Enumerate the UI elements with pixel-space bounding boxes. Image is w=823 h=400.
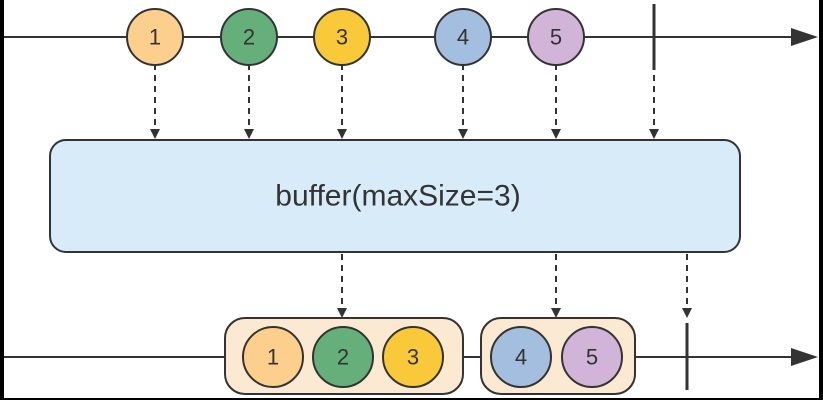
input-marble-2: 2	[220, 8, 278, 66]
marble-circle	[242, 326, 304, 388]
marble-circle	[490, 326, 552, 388]
output-marble-4: 4	[490, 326, 552, 388]
marble-label: 2	[243, 25, 255, 50]
marble-label: 1	[267, 345, 279, 370]
input-marble-5: 5	[527, 8, 585, 66]
marble-circle	[220, 8, 278, 66]
marble-circle	[126, 8, 184, 66]
input-marble-4: 4	[434, 8, 492, 66]
marble-circle	[313, 8, 371, 66]
input-marbles: 1 2 3 4 5	[126, 8, 585, 66]
operator-box: buffer(maxSize=3)	[49, 139, 741, 253]
input-timeline-arrowhead	[791, 28, 818, 46]
output-arrows	[337, 254, 692, 318]
marble-label: 5	[586, 345, 598, 370]
output-group-2: 4 5	[480, 317, 636, 395]
marble-label: 4	[515, 345, 527, 370]
marble-label: 3	[336, 25, 348, 50]
input-marble-3: 3	[313, 8, 371, 66]
marble-circle	[382, 326, 444, 388]
input-arrows	[150, 64, 659, 139]
marble-circle	[312, 326, 374, 388]
marble-label: 4	[457, 25, 469, 50]
output-marble-2: 2	[312, 326, 374, 388]
output-marble-1: 1	[242, 326, 304, 388]
operator-label: buffer(maxSize=3)	[275, 180, 520, 213]
output-timeline-arrowhead	[791, 348, 818, 366]
input-marble-1: 1	[126, 8, 184, 66]
operator-box-shape	[49, 139, 741, 253]
marble-label: 5	[550, 25, 562, 50]
marble-label: 2	[337, 345, 349, 370]
marble-label: 1	[149, 25, 161, 50]
output-marble-3: 3	[382, 326, 444, 388]
marble-label: 3	[407, 345, 419, 370]
marble-circle	[527, 8, 585, 66]
marble-circle	[434, 8, 492, 66]
output-marble-5: 5	[561, 326, 623, 388]
output-group-1: 1 2 3	[224, 317, 464, 395]
marble-circle	[561, 326, 623, 388]
